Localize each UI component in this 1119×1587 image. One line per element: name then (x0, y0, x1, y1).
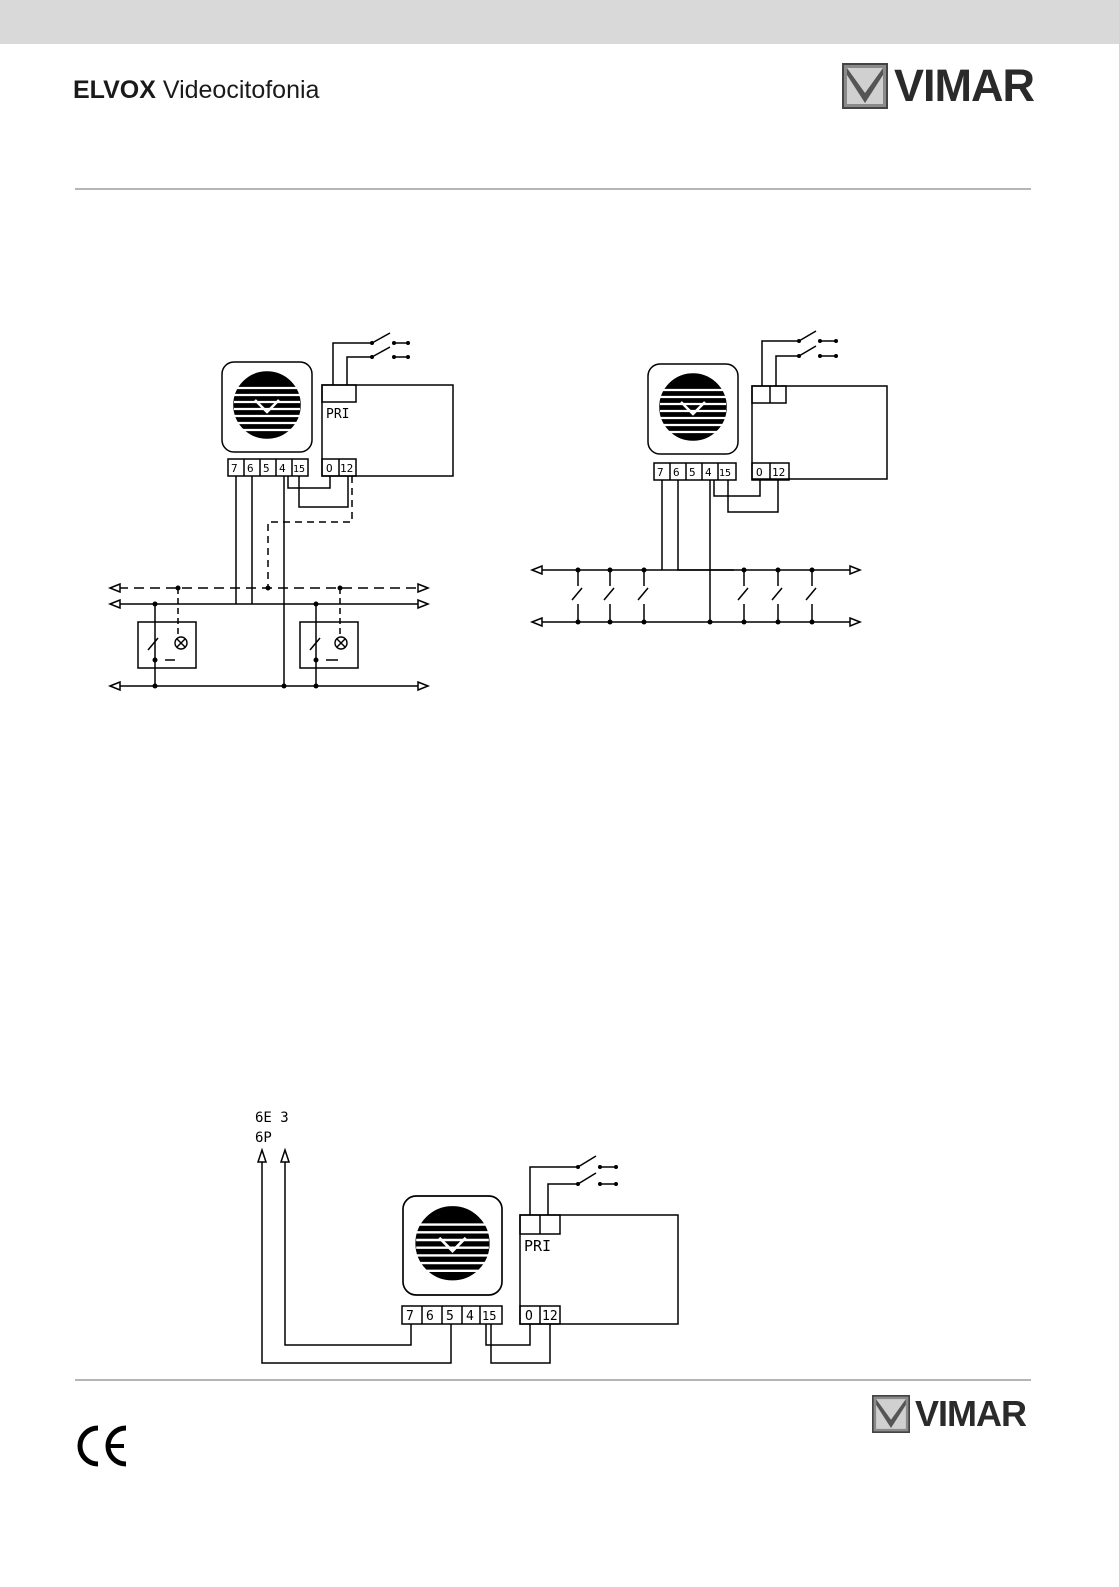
diagram-3 (258, 1150, 678, 1363)
terminal-label: 15 (293, 464, 305, 475)
ce-mark-icon (74, 1424, 130, 1468)
terminal-label: 15 (719, 468, 731, 479)
terminal-label: 7 (657, 466, 664, 479)
terminal-label: 12 (772, 466, 785, 479)
label-6e3: 6E 3 (255, 1110, 289, 1126)
terminal-label: 7 (406, 1309, 414, 1324)
terminal-label: 6 (426, 1309, 434, 1324)
terminal-label: 12 (340, 462, 353, 475)
terminal-label: 7 (231, 462, 238, 475)
terminal-label: 6 (247, 462, 254, 475)
vimar-logo-footer-text: VIMAR (915, 1393, 1026, 1435)
pri-label-3: PRI (524, 1237, 551, 1255)
terminal-label: O (756, 466, 763, 479)
label-6p: 6P (255, 1130, 272, 1146)
terminal-label: 4 (466, 1309, 474, 1324)
pri-label-1: PRI (326, 407, 349, 422)
terminal-label: 4 (705, 466, 712, 479)
terminal-label: 5 (689, 466, 696, 479)
terminal-label: O (326, 462, 333, 475)
terminal-label: 5 (263, 462, 270, 475)
terminal-label: 4 (279, 462, 286, 475)
terminal-label: 6 (673, 466, 680, 479)
vimar-logo-footer: VIMAR (872, 1393, 1026, 1435)
vimar-shield-icon (872, 1395, 910, 1433)
terminal-label: 5 (446, 1309, 454, 1324)
terminal-label: O (525, 1309, 533, 1324)
terminal-label: 12 (542, 1309, 558, 1324)
diagram-1 (110, 333, 453, 690)
terminal-label: 15 (482, 1309, 496, 1323)
footer-divider (75, 1379, 1031, 1381)
